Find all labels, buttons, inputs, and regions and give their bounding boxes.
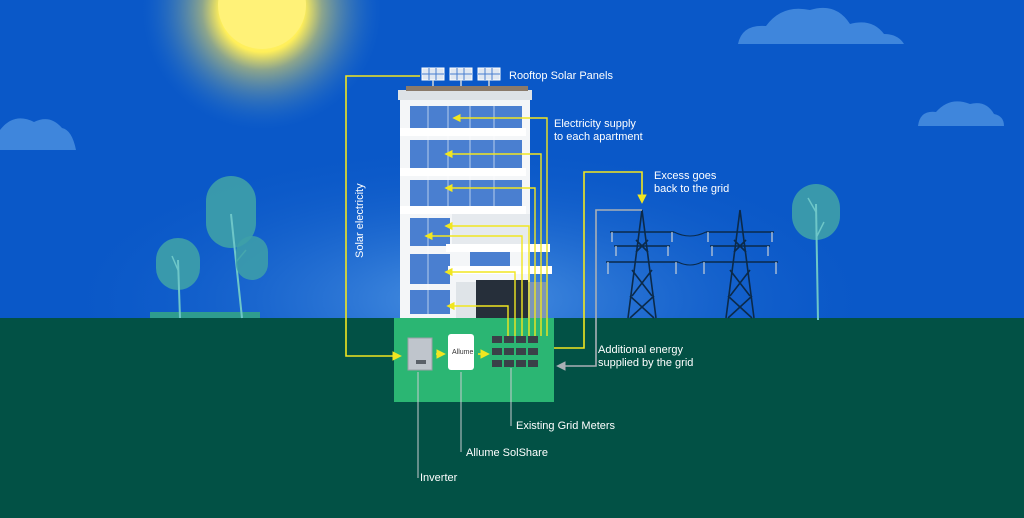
- label-additional-line1: Additional energy: [598, 344, 684, 356]
- solar-panel-icon: [421, 67, 445, 86]
- label-excess-to-grid: Excess goes back to the grid: [654, 170, 729, 196]
- solar-panel-icon: [477, 67, 501, 86]
- tree-icon: [156, 238, 200, 319]
- excess-to-grid-line: [554, 171, 647, 349]
- solar-panel-icon: [449, 67, 473, 86]
- label-existing-grid-meters: Existing Grid Meters: [516, 420, 616, 432]
- window-row: [410, 254, 450, 284]
- sun-glow: [142, 0, 382, 130]
- tree-icon: [236, 236, 268, 280]
- label-rooftop-solar-panels: Rooftop Solar Panels: [509, 70, 613, 82]
- label-excess-line1: Excess goes: [654, 170, 717, 182]
- label-electricity-supply-line2: to each apartment: [554, 131, 643, 143]
- power-pylon-icon: [606, 209, 678, 319]
- apartment-building: [398, 86, 552, 318]
- label-inverter: Inverter: [420, 472, 458, 484]
- label-allume-solshare: Allume SolShare: [466, 447, 548, 459]
- label-excess-line2: back to the grid: [654, 183, 730, 195]
- label-additional-energy: Additional energy supplied by the grid: [598, 344, 693, 370]
- window-row: [410, 106, 522, 128]
- window-row: [410, 218, 450, 246]
- grid-meters-icon: [492, 336, 538, 367]
- apartment-supply-line: [424, 113, 548, 336]
- tree-icon: [792, 184, 840, 321]
- cloud-icon: [918, 101, 1004, 126]
- label-additional-line2: supplied by the grid: [598, 357, 694, 369]
- sun-icon: [218, 0, 306, 49]
- solar-electricity-line: [345, 75, 490, 361]
- inverter-icon: [407, 337, 433, 371]
- ground-strip: [150, 312, 260, 318]
- label-electricity-supply: Electricity supply to each apartment: [554, 118, 643, 144]
- window-row: [410, 180, 522, 206]
- power-pylon-icon: [702, 209, 778, 319]
- power-line: [677, 261, 703, 266]
- power-line: [673, 231, 707, 237]
- cloud-icon: [0, 118, 76, 150]
- solshare-box-text: Allume: [452, 349, 474, 356]
- solshare-icon: Allume: [448, 334, 474, 370]
- window-row: [410, 290, 450, 314]
- grid-supply-line: [556, 209, 642, 371]
- label-electricity-supply-line1: Electricity supply: [554, 118, 636, 130]
- label-solar-electricity: Solar electricity: [354, 183, 366, 258]
- cloud-icon: [738, 7, 904, 44]
